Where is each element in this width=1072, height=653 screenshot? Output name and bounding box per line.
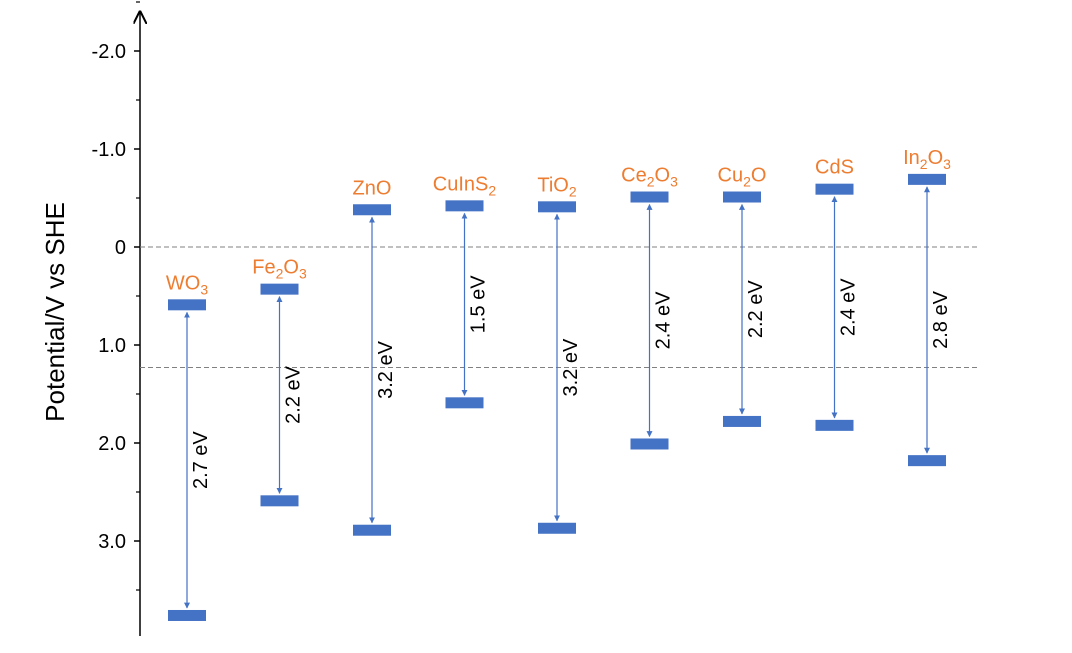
material-group: 3.2 eV TiO2 bbox=[537, 174, 582, 534]
valence-band-bar bbox=[723, 415, 761, 427]
material-label: Cu2O bbox=[718, 165, 767, 190]
material-label: CuInS2 bbox=[433, 173, 497, 198]
y-tick-label: -2.0 bbox=[92, 41, 126, 63]
band-gap-label: 1.5 eV bbox=[468, 275, 490, 333]
material-label: WO3 bbox=[166, 272, 208, 297]
material-label: TiO2 bbox=[537, 174, 576, 199]
y-axis-label: Potential/V vs SHE bbox=[40, 202, 70, 422]
band-gap-label: 2.2 eV bbox=[745, 280, 767, 338]
y-tick-label: -1.0 bbox=[92, 139, 126, 161]
valence-band-bar bbox=[538, 522, 576, 534]
material-label: ZnO bbox=[353, 177, 392, 199]
band-gap-label: 2.4 eV bbox=[653, 291, 675, 349]
band-gap-label: 3.2 eV bbox=[560, 338, 582, 396]
material-group: 2.4 eV CdS bbox=[815, 157, 860, 431]
valence-band-bar bbox=[168, 609, 206, 621]
conduction-band-bar bbox=[353, 204, 391, 216]
conduction-band-bar bbox=[168, 299, 206, 311]
conduction-band-bar bbox=[723, 191, 761, 203]
band-gap-label: 2.4 eV bbox=[838, 278, 860, 336]
material-label: In2O3 bbox=[903, 147, 951, 172]
valence-band-bar bbox=[353, 524, 391, 536]
y-axis: -2.0 -1.0 0 1.0 2.0 3.0 bbox=[92, 1, 140, 636]
conduction-band-bar bbox=[538, 201, 576, 213]
material-label: CdS bbox=[815, 157, 854, 179]
band-gap-label: 2.7 eV bbox=[190, 431, 212, 489]
material-group: 2.2 eV Fe2O3 bbox=[252, 257, 307, 507]
y-tick-label: 0 bbox=[115, 237, 126, 259]
material-group: 1.5 eV CuInS2 bbox=[433, 173, 497, 409]
material-group: 3.2 eV ZnO bbox=[353, 177, 397, 536]
y-tick-label: 1.0 bbox=[98, 335, 126, 357]
valence-band-bar bbox=[260, 495, 299, 507]
material-group: 2.7 eV WO3 bbox=[166, 272, 212, 621]
valence-band-bar bbox=[815, 419, 854, 431]
conduction-band-bar bbox=[630, 191, 669, 203]
material-label: Ce2O3 bbox=[621, 165, 678, 190]
y-tick-label: 2.0 bbox=[98, 433, 126, 455]
conduction-band-bar bbox=[815, 183, 854, 195]
material-label: Fe2O3 bbox=[252, 257, 307, 282]
material-group: 2.4 eV Ce2O3 bbox=[621, 165, 678, 450]
valence-band-bar bbox=[908, 455, 946, 467]
valence-band-bar bbox=[630, 438, 669, 450]
conduction-band-bar bbox=[908, 173, 946, 185]
conduction-band-bar bbox=[445, 200, 484, 212]
conduction-band-bar bbox=[260, 283, 299, 295]
band-gap-label: 2.8 eV bbox=[930, 290, 952, 348]
bands: 2.7 eV WO3 2.2 eV Fe2O3 3.2 eV ZnO 1.5 eV CuInS… bbox=[166, 147, 952, 621]
valence-band-bar bbox=[445, 397, 484, 409]
band-gap-label: 3.2 eV bbox=[375, 340, 397, 398]
band-gap-label: 2.2 eV bbox=[283, 365, 305, 423]
y-tick-label: 3.0 bbox=[98, 531, 126, 553]
material-group: 2.8 eV In2O3 bbox=[903, 147, 952, 467]
material-group: 2.2 eV Cu2O bbox=[718, 165, 767, 427]
